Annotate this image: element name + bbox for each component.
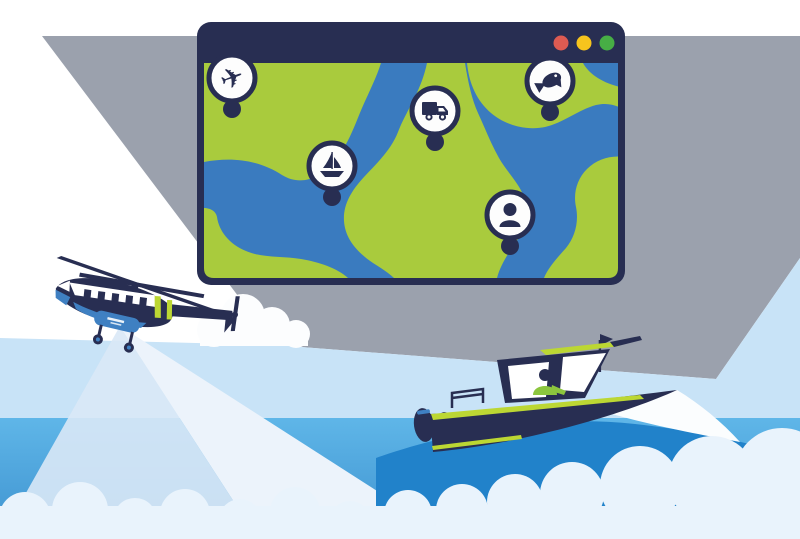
- roof-stripe: [540, 342, 620, 355]
- person-icon: [499, 203, 521, 227]
- map-pins: ✈: [206, 52, 576, 255]
- tail: [157, 296, 240, 333]
- minimize-button[interactable]: [576, 35, 592, 51]
- map[interactable]: [204, 63, 625, 278]
- close-button[interactable]: [553, 35, 569, 51]
- pilot-body: [533, 386, 557, 395]
- searchlight-beam-bright: [120, 326, 452, 539]
- cabin: [497, 336, 642, 403]
- searchlight-beam-soft: [0, 326, 258, 539]
- fish-icon: [534, 72, 562, 93]
- hull-stripe: [431, 395, 644, 420]
- rescue-helicopter: [55, 256, 240, 353]
- cloud: [197, 294, 310, 348]
- map-pin-person[interactable]: [484, 189, 536, 255]
- maximize-button[interactable]: [599, 35, 615, 51]
- map-pin-sailboat[interactable]: [306, 140, 358, 206]
- hull: [430, 390, 677, 452]
- map-water-corner: [583, 63, 618, 88]
- lime-stripe: [166, 299, 173, 320]
- sailboat-icon: [320, 152, 344, 177]
- pilot: [533, 369, 566, 395]
- waterline-stripe: [432, 435, 522, 450]
- side-windows: [83, 289, 148, 307]
- map-pin-plane[interactable]: ✈: [206, 52, 258, 118]
- lime-stripe: [154, 296, 161, 319]
- map-pin-fish[interactable]: [524, 55, 576, 121]
- patrol-boat: [413, 334, 740, 452]
- map-pin-truck[interactable]: [409, 85, 461, 151]
- window-controls: [553, 35, 615, 51]
- truck-icon: [422, 102, 448, 121]
- pilot-head: [539, 369, 551, 381]
- stern-railing: [450, 387, 485, 408]
- windshield: [560, 353, 606, 392]
- nose-window: [57, 280, 70, 292]
- map-water-left: [204, 63, 427, 278]
- clouds: [0, 428, 800, 539]
- map-water-right: [465, 63, 618, 278]
- landing-gear: [92, 310, 140, 353]
